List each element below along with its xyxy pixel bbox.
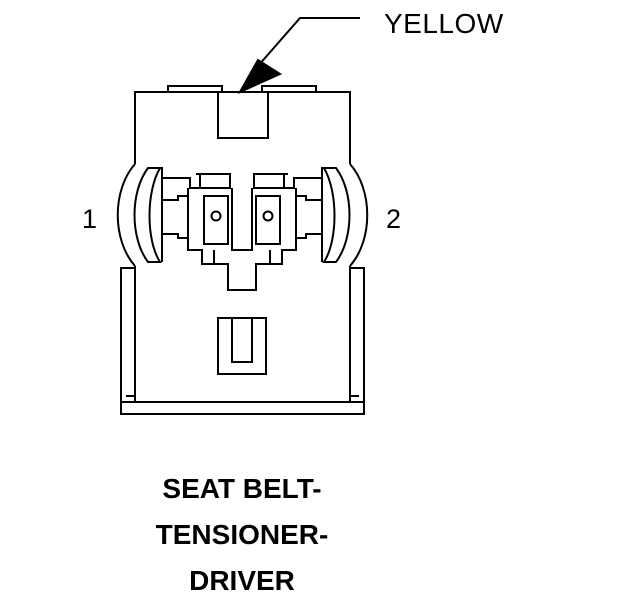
terminal-cavity bbox=[162, 173, 322, 291]
latch-window bbox=[217, 91, 269, 139]
side-latch-left bbox=[116, 163, 163, 267]
callout-leader bbox=[237, 17, 360, 95]
yellow-callout-label: YELLOW bbox=[384, 8, 504, 39]
title-line-2: TENSIONER- bbox=[155, 519, 329, 550]
title-line-3: DRIVER bbox=[189, 565, 295, 596]
side-latch-right bbox=[321, 163, 369, 267]
pin-hole-1 bbox=[210, 210, 222, 222]
pin-1-label: 1 bbox=[82, 204, 98, 234]
pin-hole-2 bbox=[262, 210, 274, 222]
pin-2-label: 2 bbox=[386, 204, 402, 234]
connector-title: SEAT BELT- TENSIONER- DRIVER bbox=[0, 466, 484, 604]
title-line-1: SEAT BELT- bbox=[162, 473, 322, 504]
lock-tab bbox=[217, 317, 267, 375]
